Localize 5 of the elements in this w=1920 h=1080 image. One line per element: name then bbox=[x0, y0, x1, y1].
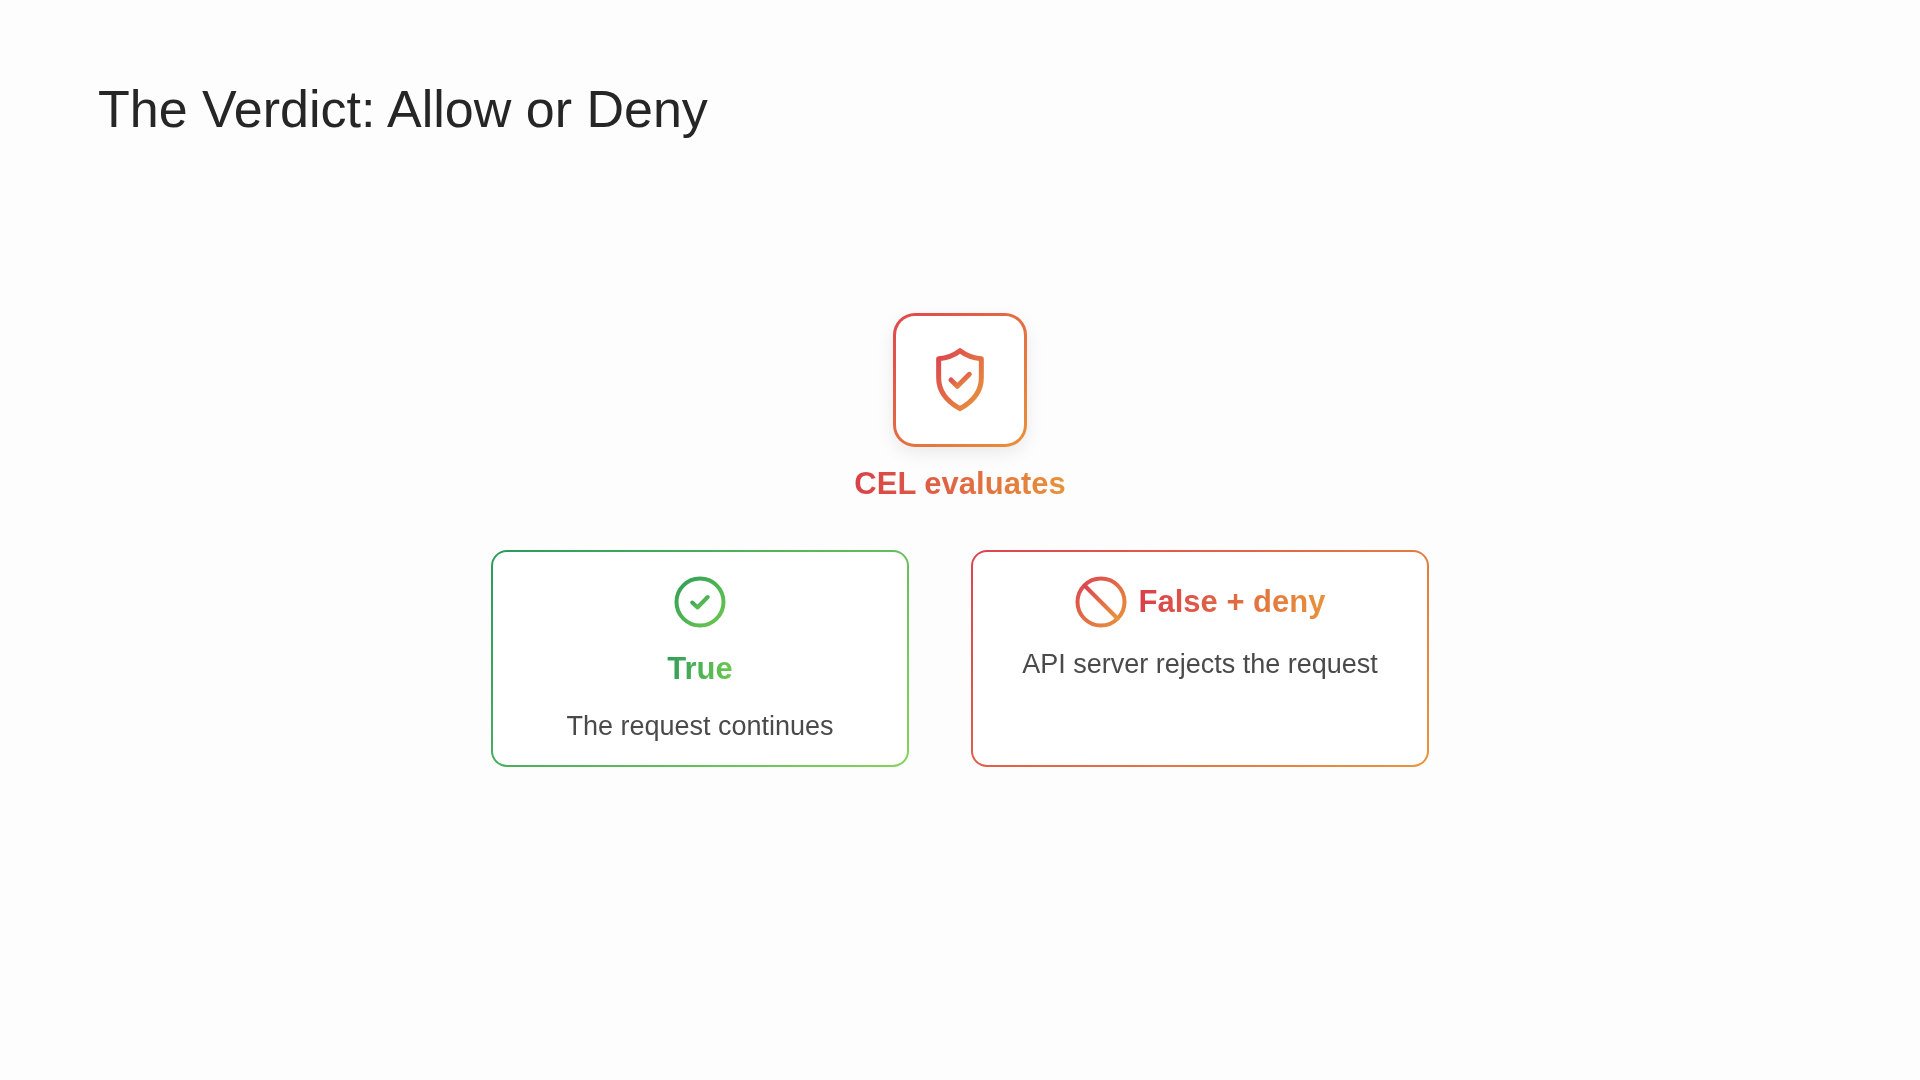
result-card bbox=[491, 550, 909, 767]
result-card bbox=[971, 550, 1429, 767]
card-description: API server rejects the request bbox=[1022, 648, 1378, 680]
card-description: The request continues bbox=[566, 710, 834, 742]
slide-title: The Verdict: Allow or Deny bbox=[98, 79, 708, 140]
